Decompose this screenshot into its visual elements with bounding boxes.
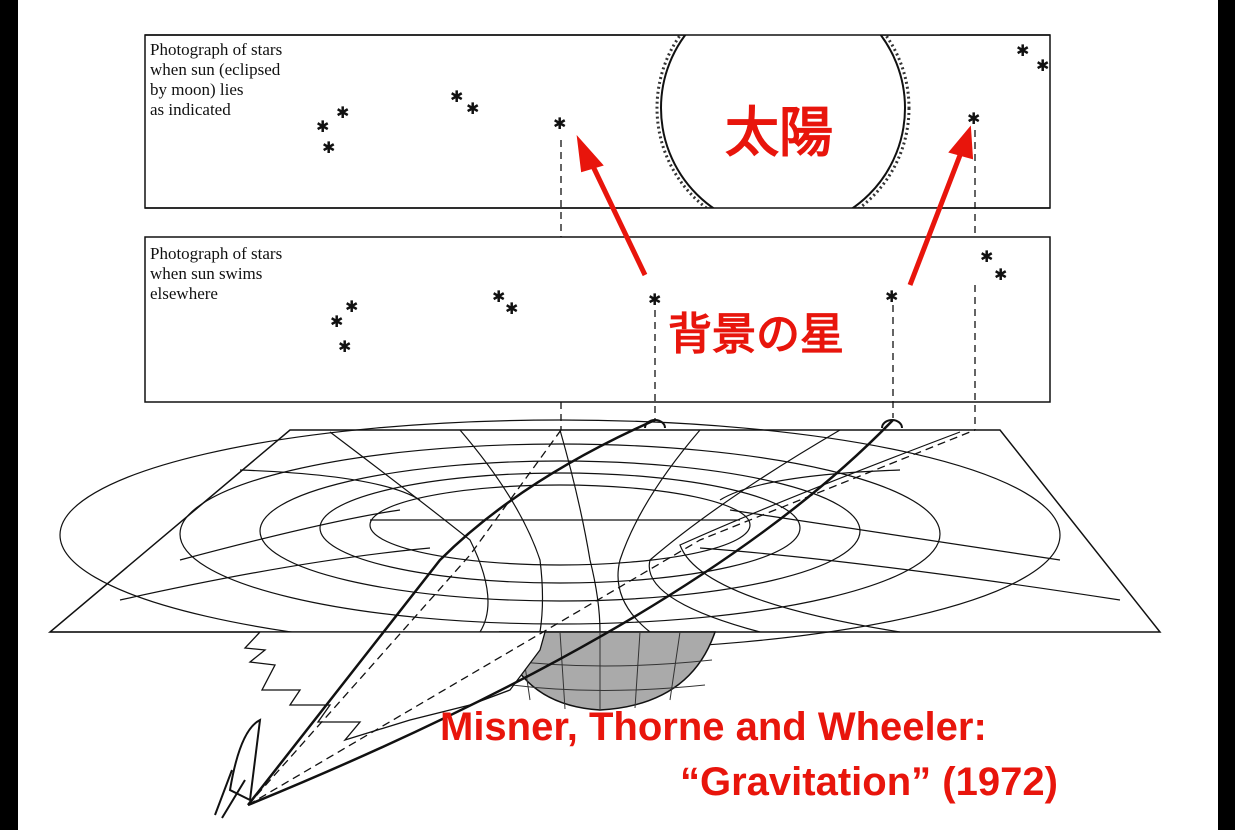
svg-text:✱: ✱ xyxy=(492,287,505,306)
projection-lines xyxy=(560,130,976,430)
svg-text:✱: ✱ xyxy=(553,114,566,133)
bottom-star-cluster: ✱✱✱ ✱✱ ✱ ✱ ✱✱ xyxy=(330,247,1007,356)
svg-text:✱: ✱ xyxy=(980,247,993,266)
light-rays xyxy=(247,418,976,807)
svg-text:✱: ✱ xyxy=(1016,41,1029,60)
svg-text:✱: ✱ xyxy=(885,287,898,306)
svg-text:✱: ✱ xyxy=(648,290,661,309)
observer-eye-icon xyxy=(214,718,262,819)
svg-text:✱: ✱ xyxy=(330,312,343,331)
spacetime-sheet xyxy=(47,419,1162,651)
sun-marker-left xyxy=(644,419,666,429)
svg-text:✱: ✱ xyxy=(336,103,349,122)
bottom-panel-caption: Photograph of stars when sun swims elsew… xyxy=(150,244,283,303)
sun-marker-right xyxy=(881,419,903,429)
svg-text:✱: ✱ xyxy=(345,297,358,316)
svg-text:✱: ✱ xyxy=(322,138,335,157)
svg-text:✱: ✱ xyxy=(505,299,518,318)
svg-text:✱: ✱ xyxy=(466,99,479,118)
citation-line2: “Gravitation” (1972) xyxy=(680,760,1058,804)
top-panel-caption: Photograph of stars when sun (eclipsed b… xyxy=(150,40,283,119)
svg-text:✱: ✱ xyxy=(967,109,980,128)
background-stars-label: 背景の星 xyxy=(668,310,844,359)
bottom-photo-panel: ✱✱✱ ✱✱ ✱ ✱ ✱✱ xyxy=(144,236,1051,403)
svg-text:✱: ✱ xyxy=(994,265,1007,284)
svg-text:✱: ✱ xyxy=(450,87,463,106)
citation-line1: Misner, Thorne and Wheeler: xyxy=(440,705,987,749)
top-star-cluster: ✱✱✱ ✱✱ ✱ ✱ ✱✱ xyxy=(316,41,1049,157)
svg-text:✱: ✱ xyxy=(1036,56,1049,75)
red-arrows xyxy=(576,125,974,286)
torn-sheet-edge xyxy=(50,631,546,742)
sun-label: 太陽 xyxy=(725,103,833,163)
svg-text:✱: ✱ xyxy=(338,337,351,356)
svg-text:✱: ✱ xyxy=(316,117,329,136)
